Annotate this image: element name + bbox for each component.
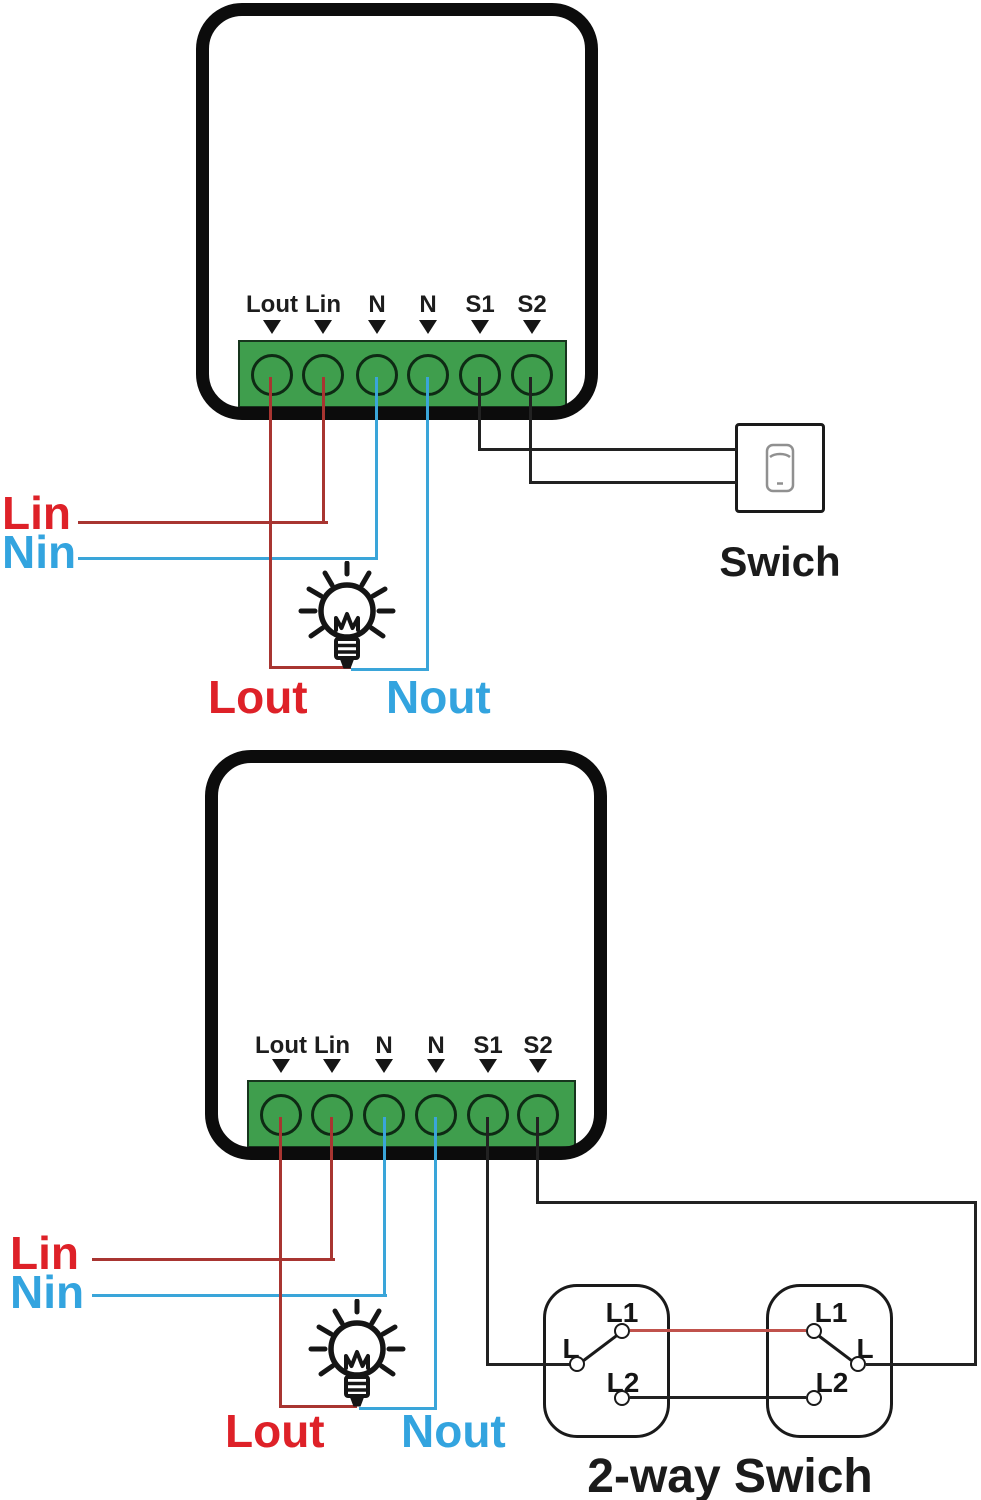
terminal-label: Lout bbox=[246, 291, 298, 318]
terminal-label: N bbox=[375, 1032, 393, 1059]
arrow-down-icon bbox=[471, 320, 489, 334]
l1-terminal-label: L1 bbox=[814, 1297, 848, 1328]
l-terminal-label: L bbox=[856, 1333, 874, 1364]
nin-wire bbox=[383, 1117, 386, 1297]
arrow-down-icon bbox=[419, 320, 437, 334]
terminal-s2 bbox=[511, 354, 553, 396]
nin-wire bbox=[92, 1294, 387, 1297]
lin-wire bbox=[322, 377, 325, 524]
smart-switch-module bbox=[196, 3, 598, 420]
two-way-switch-left bbox=[543, 1284, 670, 1438]
terminal-label: N bbox=[368, 291, 386, 318]
nin-wire bbox=[375, 377, 378, 560]
arrow-down-icon bbox=[427, 1059, 445, 1073]
light-bulb-icon bbox=[295, 561, 399, 673]
s1-wire bbox=[478, 448, 737, 451]
l1-link-wire bbox=[630, 1329, 806, 1332]
nout-label: Nout bbox=[386, 671, 491, 723]
terminal-label: Lin bbox=[314, 1032, 350, 1059]
contact-l1 bbox=[614, 1323, 630, 1339]
s1-wire bbox=[486, 1363, 570, 1366]
s2-wire bbox=[974, 1201, 977, 1366]
nout-wire bbox=[426, 377, 429, 671]
switch-caption: Swich bbox=[719, 538, 841, 585]
contact-l1 bbox=[806, 1323, 822, 1339]
contact-l2 bbox=[614, 1390, 630, 1406]
rocker-icon bbox=[765, 443, 795, 493]
s2-wire bbox=[529, 481, 737, 484]
nin-label: Nin bbox=[10, 1266, 85, 1318]
s1-wire bbox=[486, 1117, 489, 1366]
nout-wire bbox=[359, 1407, 437, 1410]
arrow-down-icon bbox=[314, 320, 332, 334]
arrow-down-icon bbox=[479, 1059, 497, 1073]
terminal-label: S2 bbox=[517, 291, 547, 318]
lout-label: Lout bbox=[225, 1405, 325, 1457]
lin-wire bbox=[92, 1258, 335, 1261]
l1-terminal-label: L1 bbox=[605, 1297, 639, 1328]
terminal-label: Lin bbox=[305, 291, 341, 318]
nin-wire bbox=[78, 557, 378, 560]
arrow-down-icon bbox=[529, 1059, 547, 1073]
l-terminal-label: L bbox=[562, 1333, 580, 1364]
terminal-lout bbox=[251, 354, 293, 396]
lout-label: Lout bbox=[208, 671, 308, 723]
nout-label: Nout bbox=[401, 1405, 506, 1457]
s2-wire bbox=[529, 377, 532, 484]
two-way-switch-right bbox=[766, 1284, 893, 1438]
s2-wire bbox=[536, 1117, 539, 1204]
smart-switch-module bbox=[205, 750, 607, 1160]
lin-label: Lin bbox=[2, 487, 71, 539]
nout-wire bbox=[351, 668, 429, 671]
arrow-down-icon bbox=[323, 1059, 341, 1073]
s1-wire bbox=[478, 377, 481, 451]
l2-terminal-label: L2 bbox=[815, 1367, 849, 1398]
arrow-down-icon bbox=[263, 320, 281, 334]
s2-wire bbox=[536, 1201, 977, 1204]
lout-wire bbox=[279, 1405, 357, 1408]
nin-label: Nin bbox=[2, 526, 77, 578]
terminal-label: N bbox=[419, 291, 437, 318]
arrow-down-icon bbox=[368, 320, 386, 334]
lout-wire bbox=[269, 377, 272, 669]
contact-l bbox=[569, 1356, 585, 1372]
two-way-switch-caption: 2-way Swich bbox=[587, 1450, 873, 1500]
arrow-down-icon bbox=[523, 320, 541, 334]
terminal-label: N bbox=[427, 1032, 445, 1059]
contact-l2 bbox=[806, 1390, 822, 1406]
lin-label: Lin bbox=[10, 1227, 79, 1279]
lout-wire bbox=[279, 1117, 282, 1408]
l2-link-wire bbox=[630, 1396, 806, 1399]
s2-wire bbox=[866, 1363, 977, 1366]
light-bulb-icon bbox=[305, 1299, 409, 1411]
arrow-down-icon bbox=[375, 1059, 393, 1073]
lin-wire bbox=[330, 1117, 333, 1261]
lout-wire bbox=[269, 666, 351, 669]
terminal-label: S1 bbox=[465, 291, 495, 318]
nout-wire bbox=[434, 1117, 437, 1410]
arrow-down-icon bbox=[272, 1059, 290, 1073]
terminal-label: S2 bbox=[523, 1032, 553, 1059]
terminal-label: S1 bbox=[473, 1032, 503, 1059]
lin-wire bbox=[78, 521, 328, 524]
contact-l bbox=[850, 1356, 866, 1372]
terminal-label: Lout bbox=[255, 1032, 307, 1059]
